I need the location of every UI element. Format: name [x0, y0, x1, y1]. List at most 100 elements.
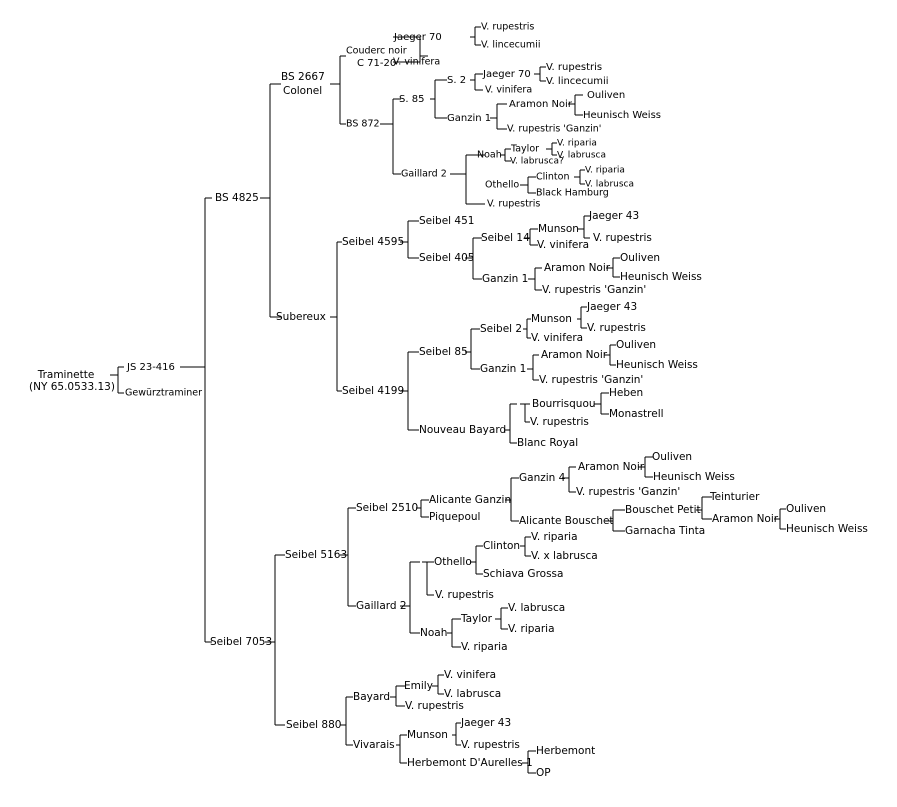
node-label-traminette-code: (NY 65.0533.13)	[29, 381, 115, 393]
node-label-traminette: Traminette	[37, 369, 95, 381]
node-label-blanc-royal: Blanc Royal	[517, 437, 578, 449]
node-label-vvinifera: V. vinifera	[393, 57, 440, 68]
node-label-vrup-ganzin: V. rupestris 'Ganzin'	[539, 374, 643, 386]
node-label-vriparia: V. riparia	[531, 531, 578, 543]
node-label-jaeger43: Jaeger 43	[586, 301, 637, 313]
node-label-gewurz: Gewürztraminer	[125, 388, 202, 399]
node-label-munson: Munson	[407, 729, 448, 741]
node-label-ganzin1: Ganzin 1	[447, 113, 491, 124]
node-label-ganzin4: Ganzin 4	[519, 472, 566, 484]
node-label-vriparia: V. riparia	[461, 641, 508, 653]
node-label-emily: Emily	[404, 680, 433, 692]
node-label-vrupestris: V. rupestris	[546, 62, 602, 73]
node-label-heunisch-weiss: Heunisch Weiss	[786, 523, 868, 535]
node-label-js23416: JS 23-416	[126, 362, 175, 373]
node-label-vxlabrusca: V. x labrusca	[531, 550, 598, 562]
node-label-op: OP	[536, 767, 551, 779]
pedigree-connectors	[110, 26, 786, 774]
node-label-bs2667: BS 2667	[281, 71, 325, 83]
node-label-heunisch-weiss: Heunisch Weiss	[616, 359, 698, 371]
node-label-vlincecumii: V. lincecumii	[481, 40, 540, 51]
node-label-vlabrusca: V. labrusca	[557, 151, 606, 161]
node-label-noah: Noah	[420, 627, 447, 639]
node-label-ganzin1: Ganzin 1	[482, 273, 528, 285]
node-label-black-hamburg: Black Hamburg	[536, 188, 609, 199]
node-label-vvinifera: V. vinifera	[531, 332, 583, 344]
node-label-bourrisquou: Bourrisquou	[532, 398, 596, 410]
node-label-subereux: Subereux	[276, 311, 326, 323]
node-label-ouliven: Ouliven	[587, 90, 625, 101]
node-label-vriparia: V. riparia	[585, 166, 625, 176]
node-label-vvinifera: V. vinifera	[537, 239, 589, 251]
node-label-aramon-noir: Aramon Noir	[712, 513, 779, 525]
node-label-s85: S. 85	[399, 94, 424, 105]
node-label-herbemont: Herbemont	[536, 745, 595, 757]
node-label-munson: Munson	[531, 313, 572, 325]
node-label-vrup-ganzin: V. rupestris 'Ganzin'	[542, 284, 646, 296]
node-label-gaillard2: Gaillard 2	[401, 169, 447, 180]
node-label-clinton: Clinton	[536, 172, 570, 183]
node-label-vrup-ganzin: V. rupestris 'Ganzin'	[576, 486, 680, 498]
node-label-vrupestris: V. rupestris	[487, 199, 540, 210]
node-label-ouliven: Ouliven	[786, 503, 826, 515]
node-label-heunisch-weiss: Heunisch Weiss	[653, 471, 735, 483]
node-label-seibel7053: Seibel 7053	[210, 636, 272, 648]
node-label-herbemont-daurelles: Herbemont D'Aurelles 1	[407, 757, 533, 769]
node-label-vlabrusca: V. labrusca	[444, 688, 501, 700]
node-label-heben: Heben	[609, 387, 643, 399]
node-label-vrupestris: V. rupestris	[461, 739, 520, 751]
node-label-alicante-bouschet: Alicante Bouschet	[519, 515, 614, 527]
node-label-bayard: Bayard	[353, 691, 390, 703]
node-label-othello: Othello	[485, 180, 519, 191]
node-label-seibel880: Seibel 880	[286, 719, 341, 731]
node-label-ganzin1: Ganzin 1	[480, 363, 526, 375]
node-label-vvinifera: V. vinifera	[485, 85, 532, 96]
node-label-taylor: Taylor	[510, 144, 539, 155]
node-label-c7120: C 71-20	[357, 58, 396, 69]
node-label-teinturier: Teinturier	[709, 491, 760, 503]
node-label-nouveau-bayard: Nouveau Bayard	[419, 424, 506, 436]
node-label-jaeger43: Jaeger 43	[460, 717, 511, 729]
node-label-othello: Othello	[434, 556, 472, 568]
node-label-schiava-grossa: Schiava Grossa	[483, 568, 563, 580]
node-label-couderc-noir: Couderc noir	[346, 46, 407, 57]
node-label-seibel405: Seibel 405	[419, 252, 474, 264]
node-label-taylor: Taylor	[460, 613, 493, 625]
node-label-garnacha-tinta: Garnacha Tinta	[625, 525, 705, 537]
node-label-bs872: BS 872	[346, 119, 380, 130]
node-label-vrupestris: V. rupestris	[530, 416, 589, 428]
node-label-bouschet-petit: Bouschet Petit	[625, 504, 701, 516]
node-label-vrupestris: V. rupestris	[593, 232, 652, 244]
node-label-monastrell: Monastrell	[609, 408, 664, 420]
node-label-jaeger70: Jaeger 70	[482, 69, 531, 80]
node-label-ouliven: Ouliven	[616, 339, 656, 351]
node-label-vlabrusca: V. labrusca	[508, 602, 565, 614]
node-label-seibel14: Seibel 14	[481, 232, 530, 244]
node-label-vriparia: V. riparia	[508, 623, 555, 635]
node-label-aramon-noir: Aramon Noir	[509, 99, 573, 110]
node-label-bs4825: BS 4825	[215, 192, 259, 204]
node-label-vrup-ganzin: V. rupestris 'Ganzin'	[507, 124, 601, 135]
node-label-gaillard2: Gaillard 2	[356, 600, 407, 612]
node-label-aramon-noir-b: Aramon Noir	[578, 461, 645, 473]
node-label-seibel2: Seibel 2	[480, 323, 522, 335]
node-label-munson: Munson	[538, 223, 579, 235]
node-label-vlincecumii: V. lincecumii	[546, 76, 609, 87]
pedigree-labels: Traminette(NY 65.0533.13) JS 23-416Gewürz…	[29, 22, 868, 780]
node-label-vlabrusca-q: V. labrusca?	[510, 157, 564, 167]
node-label-seibel4199: Seibel 4199	[342, 385, 404, 397]
node-label-vriparia: V. riparia	[557, 139, 597, 149]
node-label-seibel4595: Seibel 4595	[342, 236, 404, 248]
node-label-heunisch-weiss: Heunisch Weiss	[620, 271, 702, 283]
node-label-seibel2510: Seibel 2510	[356, 502, 418, 514]
node-label-piquepoul: Piquepoul	[429, 511, 480, 523]
node-label-seibel85: Seibel 85	[419, 346, 468, 358]
node-label-ouliven: Ouliven	[620, 252, 660, 264]
node-label-noah: Noah	[477, 150, 502, 161]
node-label-vlabrusca: V. labrusca	[585, 180, 634, 190]
node-label-vrupestris: V. rupestris	[587, 322, 646, 334]
node-label-vrupestris: V. rupestris	[405, 700, 464, 712]
node-label-vivarais: Vivarais	[353, 739, 395, 751]
node-label-s2: S. 2	[447, 75, 466, 86]
